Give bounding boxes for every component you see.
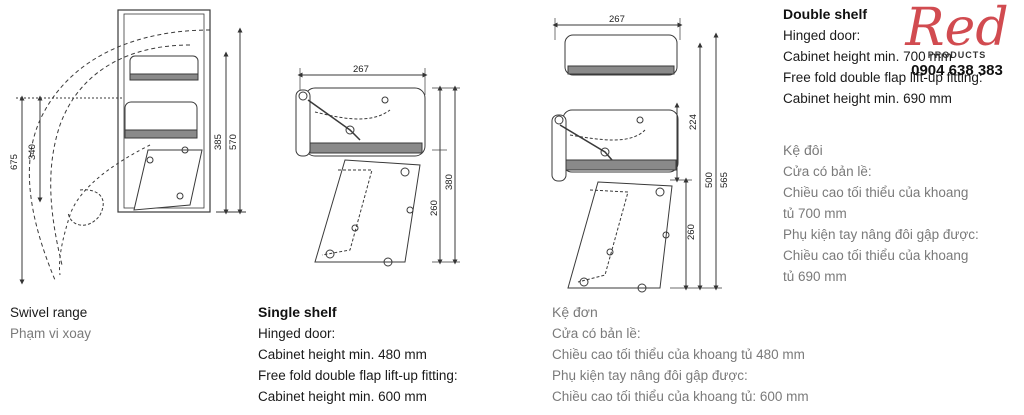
logo-phone: 0904 638 383: [911, 62, 1003, 79]
double-shelf-line: Cabinet height min. 700 mm: [783, 49, 952, 64]
single-shelf-line: Free fold double flap lift-up fitting:: [258, 368, 458, 383]
dim-385: 385: [213, 134, 224, 150]
ke-don-line: Chiều cao tối thiểu của khoang tủ: 600 m…: [552, 389, 809, 404]
ke-don-line: Phụ kiện tay nâng đôi gập được:: [552, 368, 748, 383]
ke-don-line: Cửa có bản lề:: [552, 326, 641, 341]
logo-sub: PRODUCTS: [927, 50, 987, 60]
single-shelf-drawing: [295, 68, 460, 267]
swivel-range-label: Swivel range: [10, 305, 88, 320]
ke-doi-title: Kệ đôi: [783, 142, 823, 158]
single-shelf-caption: Single shelf Hinged door: Cabinet height…: [258, 302, 458, 407]
dim-500: 500: [704, 172, 715, 188]
double-shelf-line: Free fold double flap lift-up fitting:: [783, 70, 983, 85]
dim-570: 570: [228, 134, 239, 150]
double-shelf-caption: Double shelf Hinged door: Cabinet height…: [783, 4, 983, 109]
double-shelf-line: Hinged door:: [783, 28, 861, 43]
dim-267-double: 267: [609, 14, 625, 25]
red-products-logo: Red PRODUCTS 0904 638 383: [893, 2, 1021, 94]
ke-doi-line: tủ 700 mm: [783, 206, 847, 221]
dim-267-single: 267: [353, 64, 369, 75]
ke-doi-line: tủ 690 mm: [783, 269, 847, 284]
swivel-range-caption: Swivel range Phạm vi xoay: [10, 302, 91, 344]
ke-don-title: Kệ đơn: [552, 304, 598, 320]
dim-340: 340: [27, 144, 38, 160]
ke-don-line: Chiều cao tối thiểu của khoang tủ 480 mm: [552, 347, 805, 362]
dim-380: 380: [444, 174, 455, 190]
swivel-range-label-vi: Phạm vi xoay: [10, 326, 92, 341]
swivel-range-drawing: [16, 9, 246, 285]
ke-don-caption: Kệ đơn Cửa có bản lề: Chiều cao tối thiể…: [552, 302, 809, 407]
single-shelf-title: Single shelf: [258, 304, 337, 320]
dim-565: 565: [719, 172, 730, 188]
ke-doi-line: Phụ kiện tay nâng đôi gập được:: [783, 227, 979, 242]
dim-260-single: 260: [429, 200, 440, 216]
double-shelf-drawing: [551, 18, 722, 293]
single-shelf-line: Cabinet height min. 600 mm: [258, 389, 427, 404]
double-shelf-title: Double shelf: [783, 6, 868, 22]
ke-doi-line: Cửa có bản lề:: [783, 164, 872, 179]
dim-675: 675: [9, 154, 20, 170]
dim-224: 224: [688, 114, 699, 130]
single-shelf-line: Hinged door:: [258, 326, 336, 341]
double-shelf-line: Cabinet height min. 690 mm: [783, 91, 952, 106]
dim-260-double: 260: [686, 224, 697, 240]
ke-doi-line: Chiều cao tối thiểu của khoang: [783, 185, 969, 200]
ke-doi-caption: Kệ đôi Cửa có bản lề: Chiều cao tối thiể…: [783, 140, 979, 287]
logo-brand: Red: [905, 0, 1009, 58]
single-shelf-line: Cabinet height min. 480 mm: [258, 347, 427, 362]
ke-doi-line: Chiều cao tối thiểu của khoang: [783, 248, 969, 263]
